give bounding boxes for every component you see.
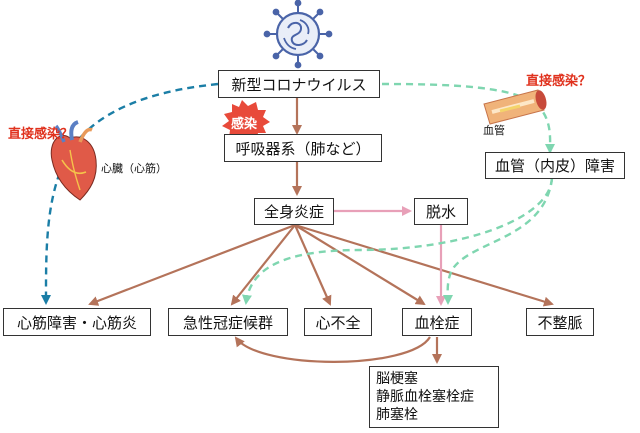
coronavirus-icon	[263, 0, 333, 69]
direct-infection-right-label: 直接感染？	[526, 74, 592, 89]
dash-vascular-to-acs	[242, 177, 554, 305]
arrow-systemic-to-heart-failure	[293, 224, 332, 306]
node-virus-label: 新型コロナウイルス	[231, 75, 367, 94]
node-arrhythmia: 不整脈	[526, 308, 594, 336]
node-thrombosis: 血栓症	[402, 308, 472, 336]
dash-vascular-to-thrombosis	[442, 177, 554, 305]
vessel-label: 血管	[483, 124, 505, 137]
arrow-systemic-to-arrhythmia	[294, 223, 554, 307]
arrow-systemic-to-thrombosis	[294, 224, 426, 306]
node-dehydration: 脱水	[414, 198, 468, 225]
dash-virus-to-vascular	[381, 82, 556, 154]
arrow-thrombosis-to-acs	[234, 336, 431, 363]
node-vascular-damage: 血管（内皮）障害	[485, 152, 625, 179]
infection-badge-burst	[222, 100, 270, 143]
outcome-item: 脳梗塞	[376, 371, 418, 387]
node-heart-failure: 心不全	[304, 308, 372, 336]
node-acs: 急性冠症候群	[168, 308, 288, 336]
node-respiratory: 呼吸器系（肺など）	[224, 134, 382, 162]
node-respiratory-label: 呼吸器系（肺など）	[235, 139, 371, 158]
dash-virus-to-myocardial	[40, 82, 219, 305]
blood-vessel-illustration	[483, 89, 547, 125]
node-systemic-inflammation: 全身炎症	[254, 198, 334, 225]
outcome-item: 静脈血栓塞栓症	[376, 389, 474, 405]
node-thrombosis-label: 血栓症	[414, 313, 460, 332]
node-acs-label: 急性冠症候群	[182, 313, 273, 332]
node-virus: 新型コロナウイルス	[218, 70, 380, 98]
node-arrhythmia-label: 不整脈	[537, 313, 583, 332]
direct-infection-left-label: 直接感染？	[8, 127, 74, 142]
heart-label: 心臓（心筋）	[101, 162, 167, 175]
node-heart-failure-label: 心不全	[315, 313, 361, 332]
heart-illustration	[50, 120, 97, 201]
node-vascular-label: 血管（内皮）障害	[494, 157, 615, 175]
infection-badge-label: 感染	[231, 117, 258, 132]
node-outcomes: 脳梗塞 静脈血栓塞栓症 肺塞栓	[369, 366, 499, 428]
node-systemic-label: 全身炎症	[263, 203, 324, 221]
node-myocardial-label: 心筋障害・心筋炎	[16, 313, 137, 332]
node-myocardial: 心筋障害・心筋炎	[3, 308, 151, 336]
arrow-systemic-to-myocardial	[88, 223, 296, 306]
node-dehydration-label: 脱水	[425, 203, 456, 221]
arrow-systemic-to-acs	[230, 224, 296, 306]
outcome-item: 肺塞栓	[376, 407, 418, 423]
